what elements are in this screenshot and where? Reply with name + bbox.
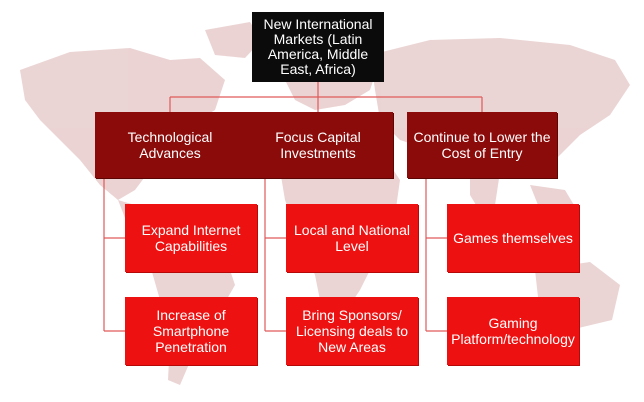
leaf-node-expand-internet: Expand Internet Capabilities <box>125 204 257 272</box>
leaf-node-sponsors-licensing: Bring Sponsors/ Licensing deals to New A… <box>286 297 418 365</box>
branch-node-lower-cost-of-entry: Continue to Lower the Cost of Entry <box>407 112 557 178</box>
branch-node-focus-capital-investments: Focus Capital Investments <box>243 112 393 178</box>
branch-node-technological-advances: Technological Advances <box>95 112 245 178</box>
leaf-node-gaming-platform: Gaming Platform/technology <box>447 297 579 365</box>
leaf-node-local-national: Local and National Level <box>286 204 418 272</box>
leaf-node-smartphone-penetration: Increase of Smartphone Penetration <box>125 297 257 365</box>
root-node: New International Markets (Latin America… <box>252 12 384 82</box>
leaf-node-games-themselves: Games themselves <box>447 204 579 272</box>
